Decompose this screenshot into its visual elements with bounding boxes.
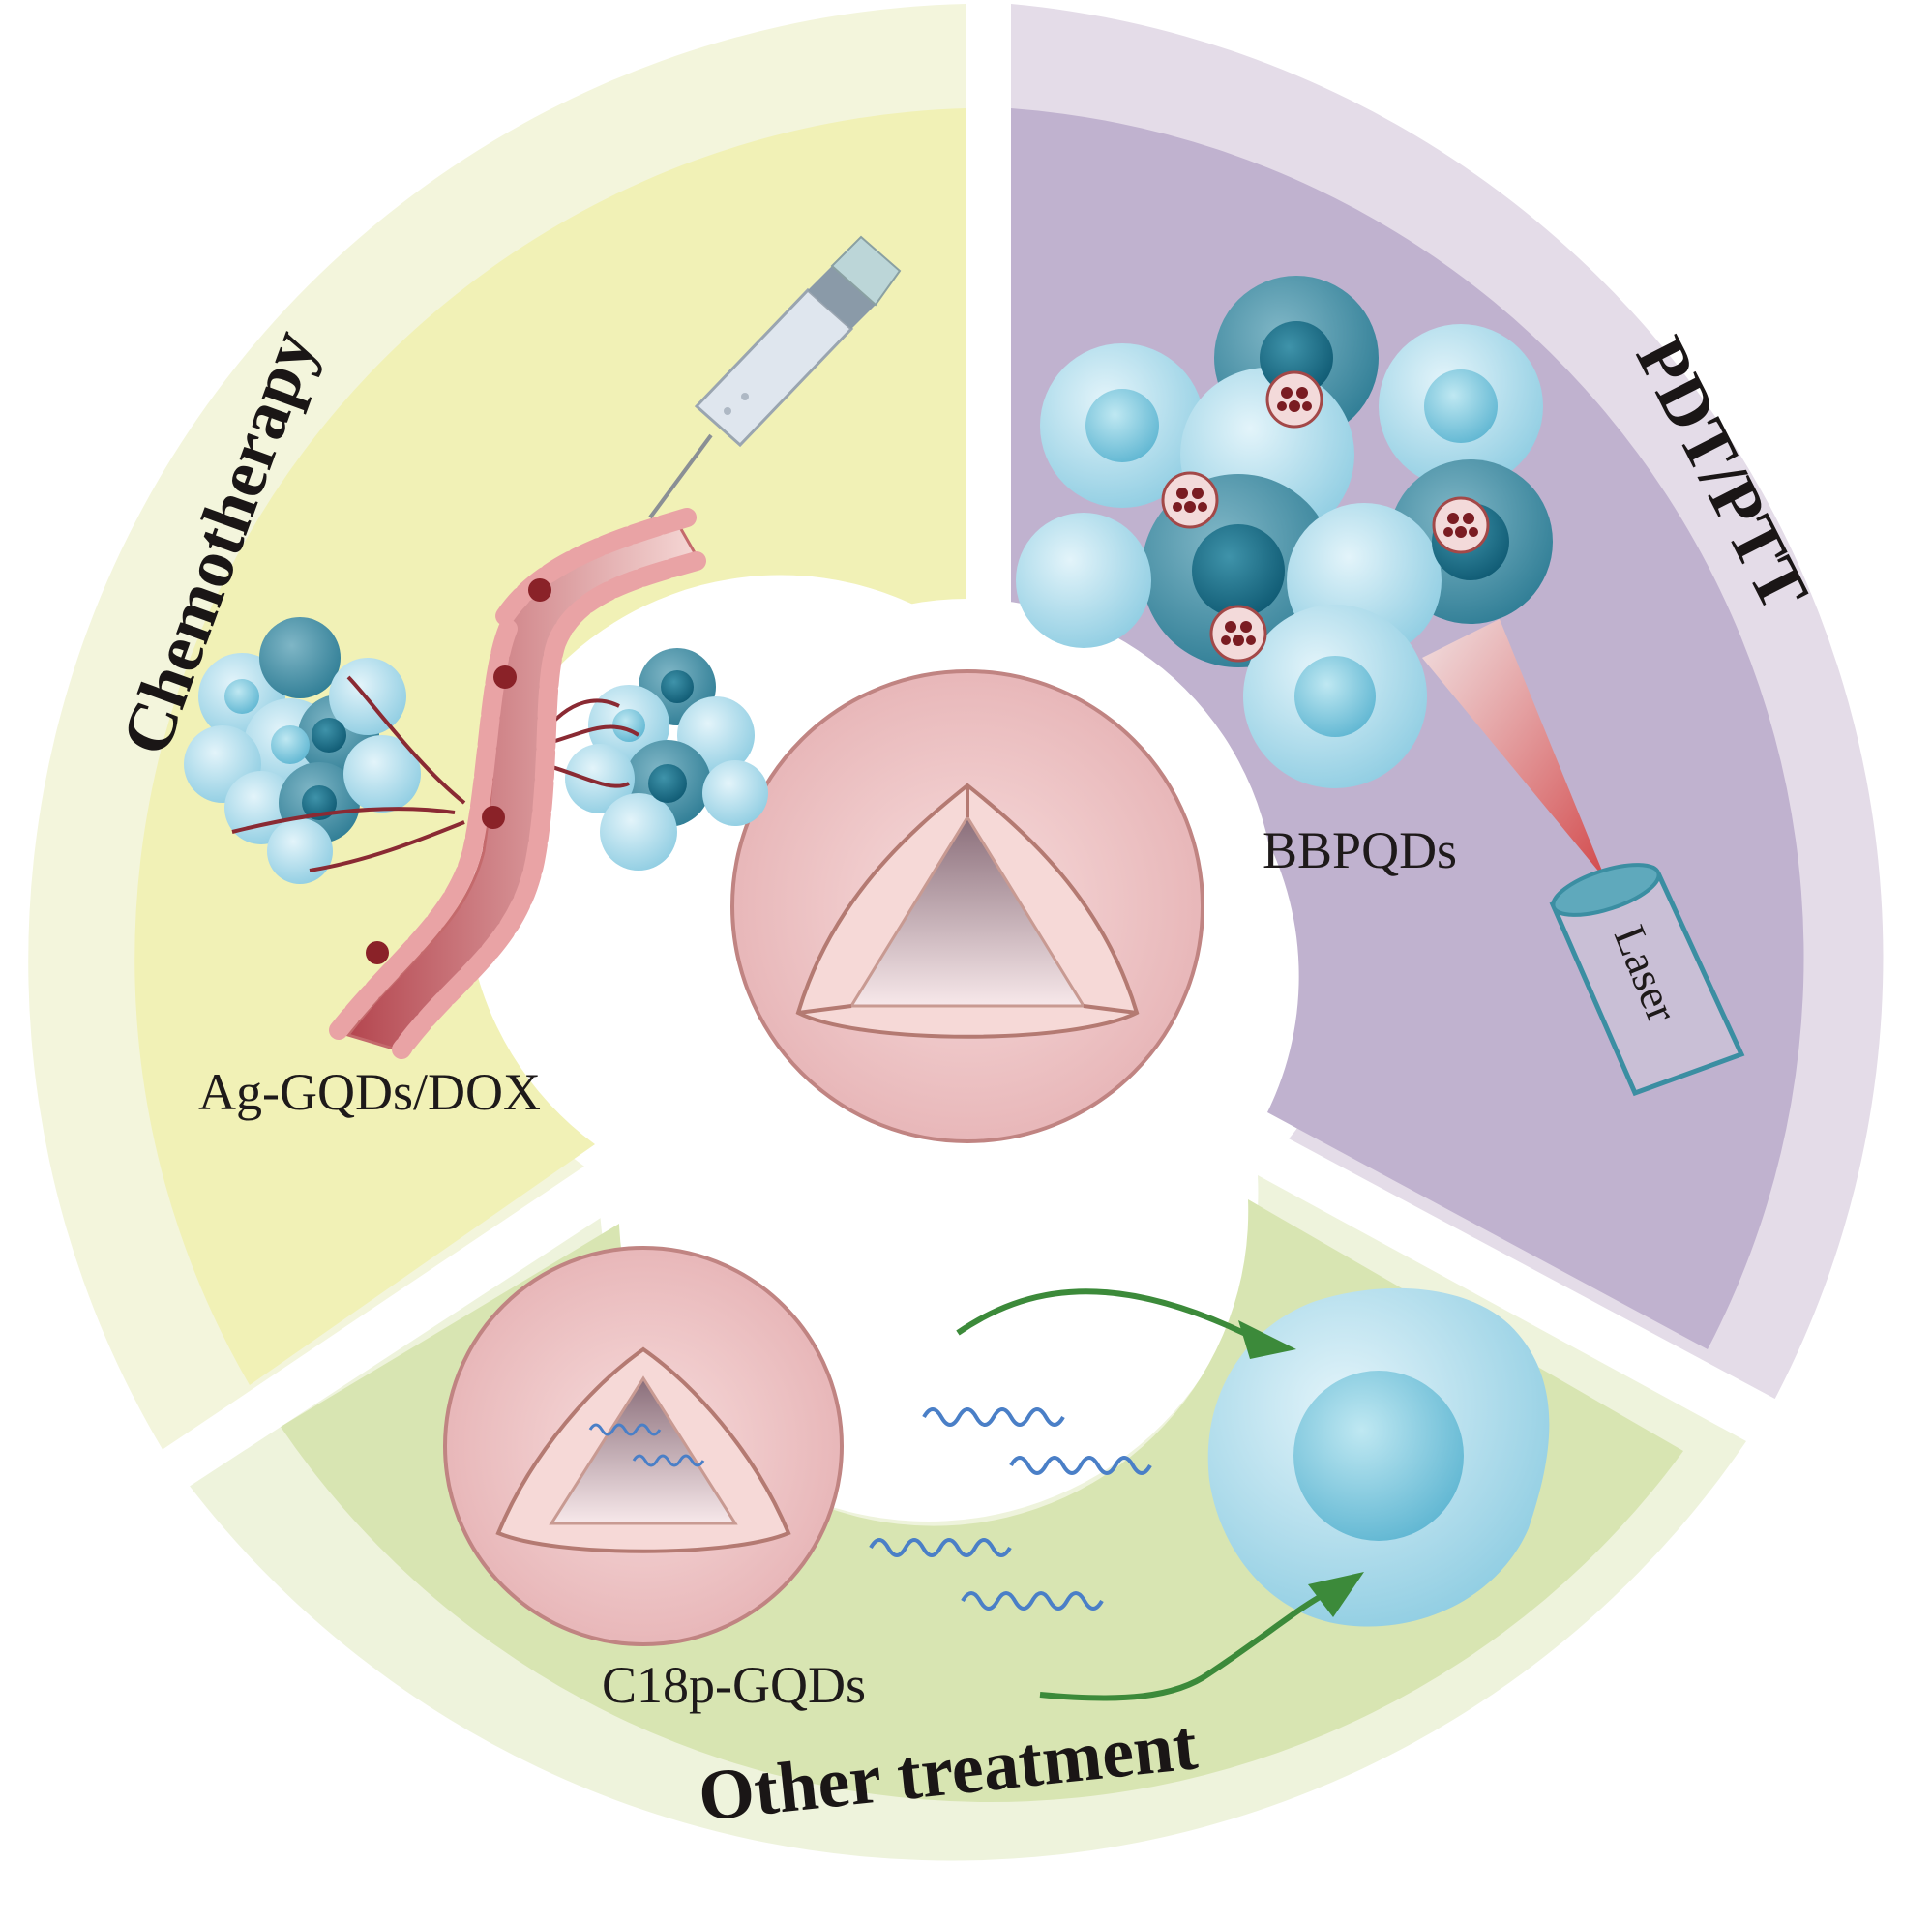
- center-nanoparticle-icon: [795, 783, 1140, 1039]
- nanoparticle-clusters-pdt: [1161, 370, 1490, 663]
- divider-left: [135, 1169, 629, 1510]
- laser-device-icon: [1549, 863, 1745, 1097]
- c18p-gqds-particle: [443, 1246, 844, 1646]
- laser-beam: [1422, 619, 1606, 880]
- bbpqds-label: BBPQDs: [1263, 821, 1457, 879]
- arrow-top: [956, 1288, 1296, 1359]
- divider-right: [1239, 1121, 1808, 1447]
- target-cell-icon: [1207, 1287, 1550, 1627]
- tumor-cluster-right: [565, 648, 768, 871]
- arrow-bottom: [1039, 1572, 1364, 1701]
- tumor-cluster-pdt: [1016, 276, 1553, 788]
- blood-vessel: [329, 508, 706, 1059]
- syringe-icon: [648, 235, 902, 519]
- dna-strands: [869, 1407, 1152, 1611]
- ag-gqds-dox-label: Ag-GQDs/DOX: [198, 1063, 541, 1121]
- c18p-gqds-label: C18p-GQDs: [602, 1656, 866, 1714]
